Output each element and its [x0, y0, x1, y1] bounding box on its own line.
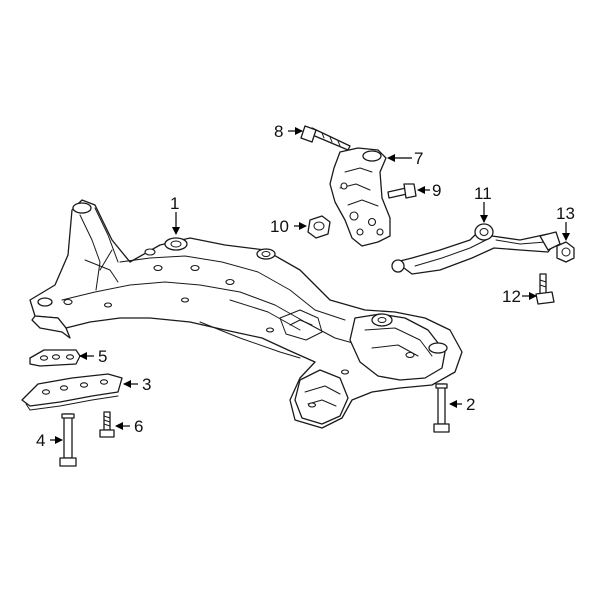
- callout-label-1: 1: [170, 194, 179, 213]
- plate-part-3: [21, 373, 123, 411]
- callout-label-11: 11: [474, 184, 492, 203]
- callout-label-8: 8: [274, 122, 283, 141]
- callout-3: 3: [123, 375, 151, 394]
- steering-knuckle-part-7: [329, 147, 391, 247]
- callout-1: 1: [170, 194, 180, 235]
- bolt-part-9: [387, 183, 417, 199]
- bolt-part-6: [99, 411, 115, 438]
- callout-7: 7: [387, 149, 423, 168]
- callout-label-2: 2: [466, 395, 475, 414]
- bolt-part-4: [59, 413, 77, 467]
- callout-5: 5: [79, 347, 107, 366]
- bolt-part-12: [535, 273, 555, 305]
- callout-label-4: 4: [36, 431, 45, 450]
- callout-4: 4: [36, 431, 63, 450]
- callout-11: 11: [474, 184, 492, 223]
- callout-label-9: 9: [432, 181, 441, 200]
- callout-2: 2: [449, 395, 475, 414]
- callout-label-5: 5: [98, 347, 107, 366]
- bracket-part-5: [29, 349, 81, 367]
- callout-label-7: 7: [414, 149, 423, 168]
- bolt-part-8: [300, 125, 351, 151]
- callout-13: 13: [556, 204, 575, 241]
- callout-9: 9: [417, 181, 441, 200]
- callout-label-12: 12: [502, 287, 521, 306]
- subframe: [29, 199, 463, 429]
- callout-8: 8: [274, 122, 303, 141]
- nut-part-10: [307, 215, 331, 239]
- callout-10: 10: [270, 217, 307, 236]
- callout-label-6: 6: [134, 417, 143, 436]
- callout-12: 12: [502, 287, 537, 306]
- callout-6: 6: [115, 417, 143, 436]
- bolt-part-2: [433, 383, 450, 433]
- control-arm-part-11: [391, 223, 561, 275]
- callout-label-13: 13: [556, 204, 575, 223]
- callout-label-10: 10: [270, 217, 289, 236]
- callout-label-3: 3: [142, 375, 151, 394]
- bushing-part-13: [556, 241, 575, 263]
